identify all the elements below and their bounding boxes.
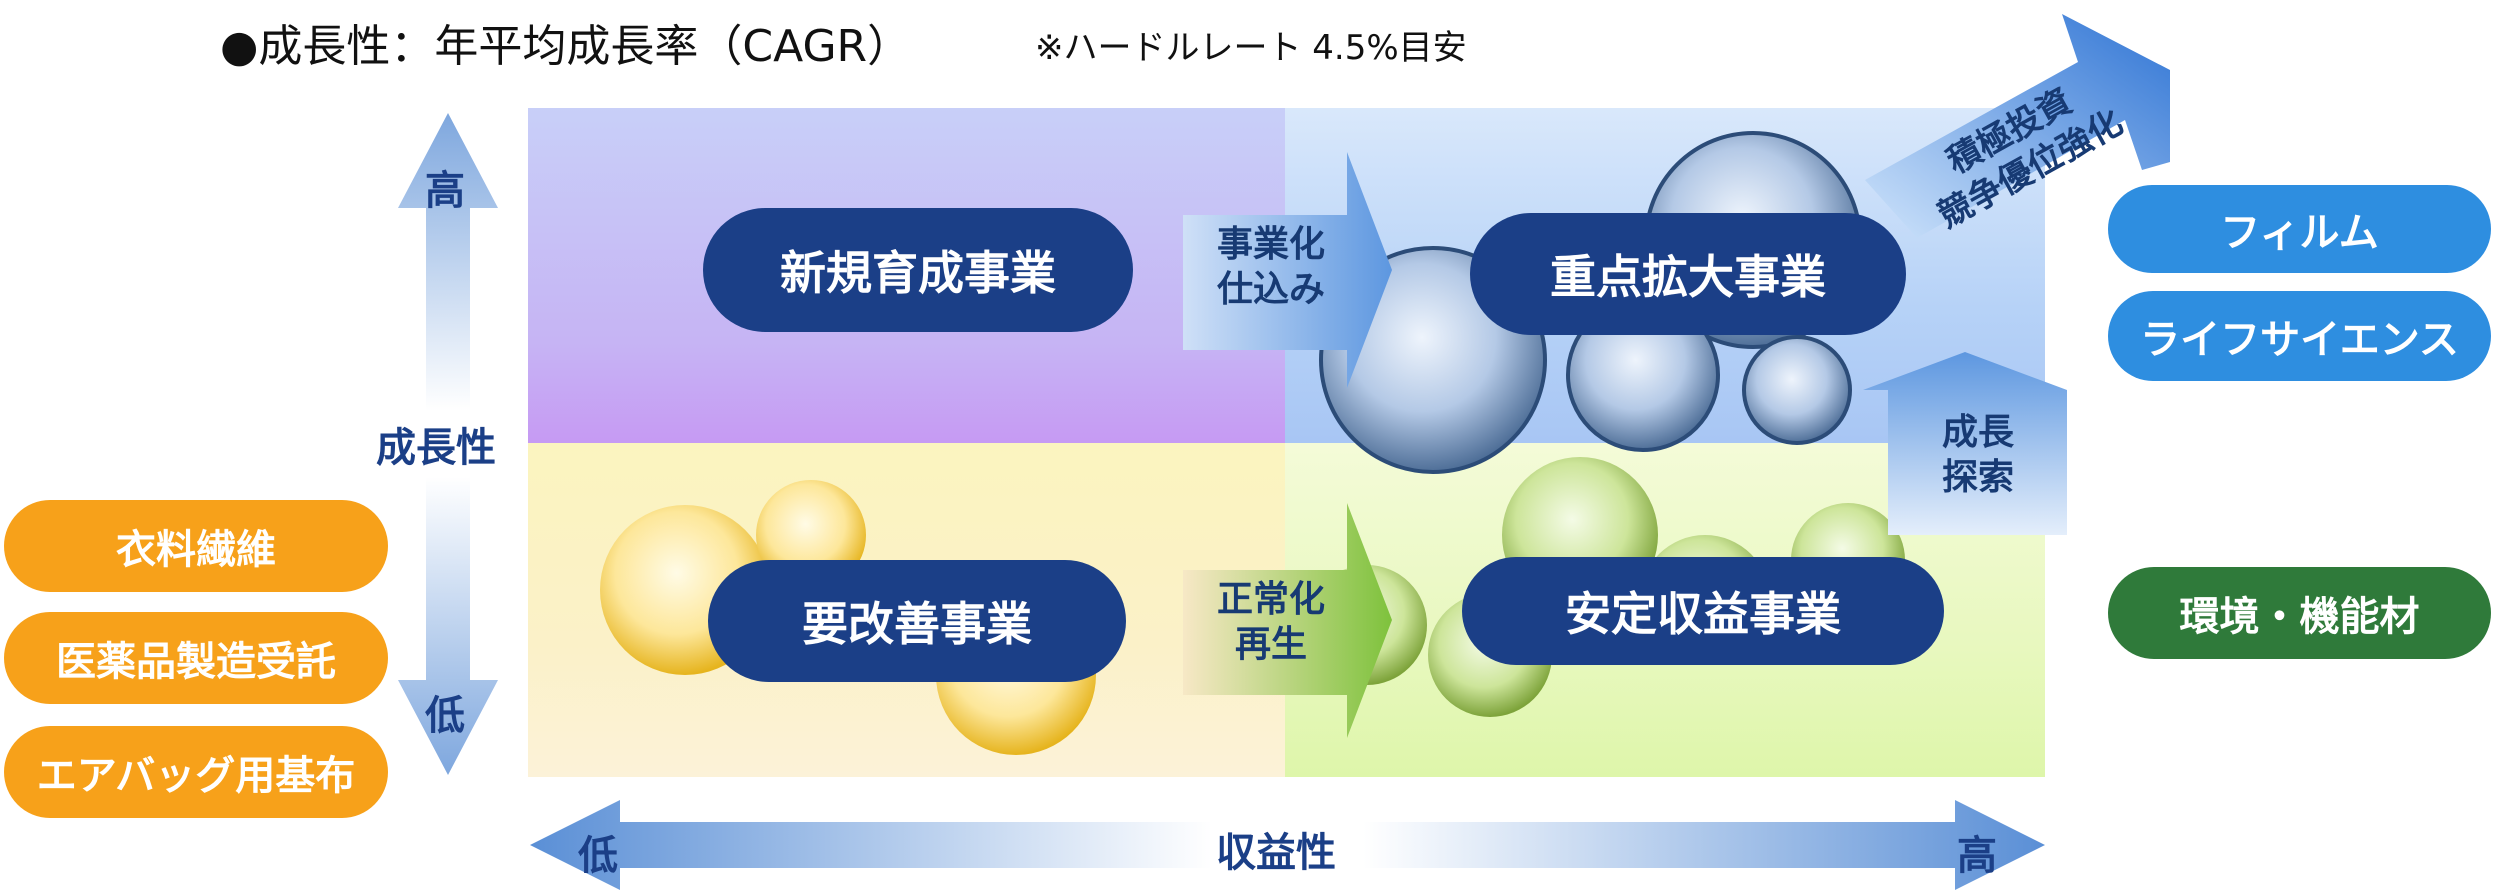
category-textile: 衣料繊維 (4, 500, 388, 592)
category-airbag: エアバッグ用基布 (4, 726, 388, 818)
commercialize-text: 事業化仕込み (1216, 224, 1325, 310)
x-axis-label: 収益性 (1216, 830, 1336, 876)
x-axis-high: 高 (1957, 833, 1997, 879)
diagram-title: ●成長性：年平均成長率（CAGR） (220, 21, 912, 72)
category-environment: 環境・機能材 (2108, 567, 2491, 659)
commercialize-arrow (1183, 152, 1392, 388)
growth-arrow (1863, 352, 2067, 535)
growth-search-text: 成長探索 (1941, 412, 2014, 498)
investment-arrow (1865, 14, 2170, 238)
stable-revenue-label: 安定収益事業 (1462, 557, 1944, 665)
key-expansion-label: 重点拡大事業 (1470, 213, 1906, 335)
category-life-science: ライフサイエンス (2108, 291, 2491, 381)
category-film: フィルム (2108, 185, 2491, 273)
y-axis-low: 低 (425, 693, 465, 739)
normalize-arrow (1183, 503, 1392, 738)
normalize-text: 正常化再生 (1216, 579, 1325, 665)
improvement-business-label: 要改善事業 (708, 560, 1126, 682)
horizontal-axis-arrow (530, 800, 2045, 890)
new-business-label: 新規育成事業 (703, 208, 1133, 332)
hurdle-rate-note: ※ハードルレート 4.5%目安 (1035, 28, 1467, 68)
y-axis-label: 成長性 (376, 425, 496, 471)
category-pharma-cmo: 医薬品製造受託 (4, 612, 388, 704)
vertical-axis-arrow (398, 113, 498, 775)
y-axis-high: 高 (425, 168, 465, 214)
x-axis-low: 低 (578, 833, 618, 879)
